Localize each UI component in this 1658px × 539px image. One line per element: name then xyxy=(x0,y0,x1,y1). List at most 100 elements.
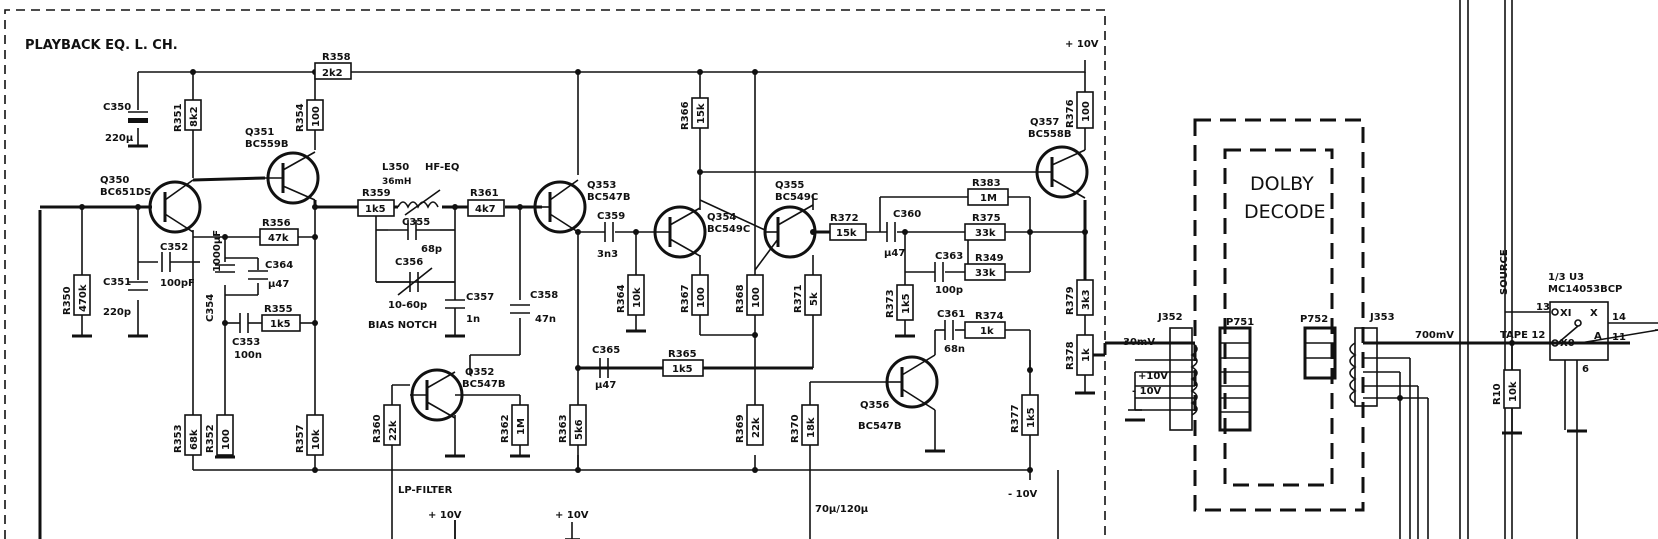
r373-value: 1k5 xyxy=(901,293,912,314)
capacitor-c355 xyxy=(388,220,440,240)
c363-ref: C363 xyxy=(935,251,963,262)
c353-value: 100n xyxy=(234,350,262,361)
capacitor-c354 xyxy=(215,264,235,273)
r375-value: 33k xyxy=(975,228,996,239)
r378-value: 1k xyxy=(1081,348,1092,362)
capacitors xyxy=(128,111,954,378)
capacitor-c363 xyxy=(934,262,944,282)
connector-j352 xyxy=(1169,327,1198,431)
resistor-r349 xyxy=(964,263,1006,281)
r364-value: 10k xyxy=(632,287,643,308)
resistor-r356 xyxy=(259,228,299,246)
r349-value: 33k xyxy=(975,268,996,279)
r377-ref: R377 xyxy=(1010,404,1021,433)
c361-ref: C361 xyxy=(937,309,965,320)
c365-ref: C365 xyxy=(592,345,620,356)
connector-labels: J352 P751 P752 J353 1/3 U3 MC14053BCP 13… xyxy=(1157,272,1626,375)
r369-value: 22k xyxy=(751,417,762,438)
r355-value: 1k5 xyxy=(270,319,291,330)
capacitor-c351 xyxy=(128,281,148,291)
capacitor-labels: C350 220µ C351 220p C352 100pF C354 1000… xyxy=(103,102,965,391)
r351-value: 8k2 xyxy=(189,106,200,127)
r360-value: 22k xyxy=(388,420,399,441)
ic-pin-x0: X0 xyxy=(1560,338,1575,349)
resistor-r352 xyxy=(216,414,234,456)
c359-ref: C359 xyxy=(597,211,625,222)
r383-value: 1M xyxy=(980,193,997,204)
transistor-q355 xyxy=(754,204,817,271)
transistor-q354 xyxy=(652,205,707,259)
r359-value: 1k5 xyxy=(365,204,386,215)
r374-value: 1k xyxy=(980,326,994,337)
q357-ref: Q357 xyxy=(1030,117,1059,128)
r10-ref: R10 xyxy=(1492,383,1503,405)
resistor-r355 xyxy=(261,314,301,332)
r379-value: 3k3 xyxy=(1081,289,1092,310)
c352-ref: C352 xyxy=(160,242,188,253)
resistor-r379 xyxy=(1076,279,1094,316)
q354-type: BC549C xyxy=(707,224,750,235)
q350-type: BC651DS xyxy=(100,187,151,198)
r365-ref: R365 xyxy=(668,349,697,360)
lp-filter-label: LP-FILTER xyxy=(398,485,453,496)
ic-u3 xyxy=(1549,301,1658,361)
q351-ref: Q351 xyxy=(245,127,274,138)
resistor-r353 xyxy=(184,414,202,456)
c357-value: 1n xyxy=(466,314,480,325)
c360-ref: C360 xyxy=(893,209,921,220)
resistor-labels-vertical: R351 8k2 R354 100 R350 470k R353 68k R35… xyxy=(62,99,1519,453)
r372-value: 15k xyxy=(836,228,857,239)
input-level-label: 30mV xyxy=(1123,337,1155,348)
rail-minus-10v: - 10V xyxy=(1008,489,1038,500)
transistor-q353 xyxy=(533,179,587,234)
capacitor-c350 xyxy=(128,111,148,123)
wiring xyxy=(38,60,1658,539)
c364-ref: C364 xyxy=(265,260,293,271)
r368-value: 100 xyxy=(751,287,762,308)
rail-plus-10v-top: + 10V xyxy=(1065,39,1099,50)
transistor-q351 xyxy=(265,151,320,205)
r351-ref: R351 xyxy=(173,103,184,132)
r373-ref: R373 xyxy=(885,289,896,318)
rail-plus-10v-a: + 10V xyxy=(428,510,462,521)
c358-ref: C358 xyxy=(530,290,558,301)
q355-type: BC549C xyxy=(775,192,818,203)
transistor-q350 xyxy=(148,179,202,234)
r358-ref: R358 xyxy=(322,52,351,63)
capacitor-c364 xyxy=(248,270,268,280)
q350-ref: Q350 xyxy=(100,175,129,186)
c355-value: 68p xyxy=(421,244,442,255)
r357-value: 10k xyxy=(311,429,322,450)
r10-value: 10k xyxy=(1508,381,1519,402)
ic-pin-11: 11 xyxy=(1612,332,1626,343)
capacitor-c353 xyxy=(239,313,249,333)
c360-value: µ47 xyxy=(884,248,905,259)
r370-value: 18k xyxy=(806,417,817,438)
transistor-labels: Q350 BC651DS Q351 BC559B Q352 BC547B Q35… xyxy=(100,117,1071,432)
resistor-r362 xyxy=(511,404,529,446)
connectors xyxy=(1169,326,1378,432)
c365-value: µ47 xyxy=(595,380,616,391)
resistor-r373 xyxy=(896,284,914,321)
c354-ref: C354 xyxy=(205,294,216,322)
ic-pin-a: A xyxy=(1594,331,1602,342)
resistor-r372 xyxy=(829,223,867,241)
resistor-r369 xyxy=(746,404,764,446)
c351-value: 220p xyxy=(103,307,131,318)
r363-value: 5k6 xyxy=(574,419,585,440)
resistor-r378 xyxy=(1076,334,1094,376)
c350-value: 220µ xyxy=(105,133,134,144)
q356-ref: Q356 xyxy=(860,400,889,411)
ic-name-label: MC14053BCP xyxy=(1548,284,1622,295)
transistor-q356 xyxy=(885,354,939,411)
capacitor-c361 xyxy=(944,320,954,340)
resistor-r366 xyxy=(691,97,709,129)
r353-ref: R353 xyxy=(173,424,184,453)
capacitor-c352 xyxy=(138,252,193,272)
r366-ref: R366 xyxy=(680,101,691,130)
r377-value: 1k5 xyxy=(1026,407,1037,428)
c354-value: 1000µF xyxy=(212,230,223,272)
c359-value: 3n3 xyxy=(597,249,618,260)
r383-ref: R383 xyxy=(972,178,1001,189)
q356-type: BC547B xyxy=(858,421,901,432)
